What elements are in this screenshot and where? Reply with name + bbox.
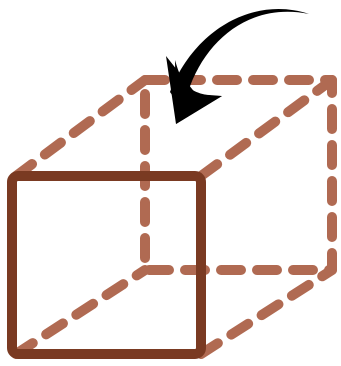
edge-top-left xyxy=(11,75,150,181)
front-face xyxy=(7,171,206,359)
edge-bottom-left xyxy=(11,265,150,359)
curved-arrow-icon xyxy=(166,9,309,124)
dashed-edges xyxy=(11,75,337,359)
edge-top-right xyxy=(196,75,337,181)
edge-bottom-right xyxy=(196,265,337,359)
